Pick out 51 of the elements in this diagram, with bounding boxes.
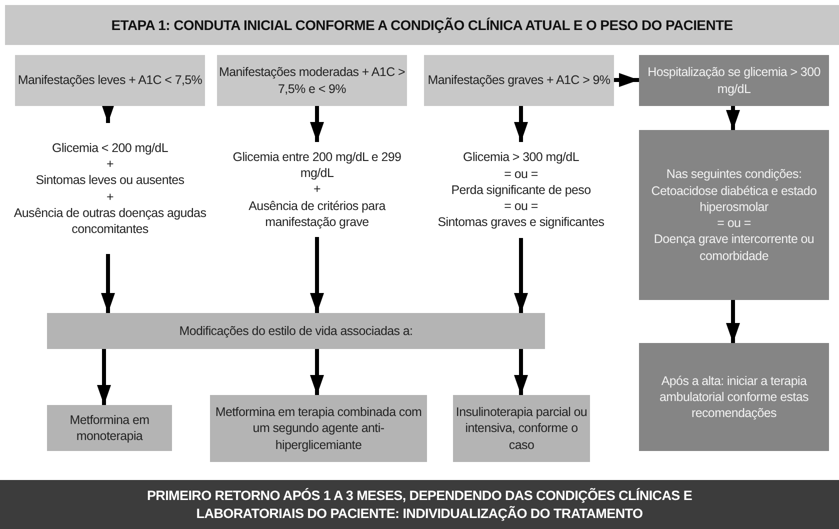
node-text: Doença grave intercorrente ou comorbidade <box>652 231 816 264</box>
arrow <box>726 106 740 130</box>
node-text: ETAPA 1: CONDUTA INICIAL CONFORME A CONDIÇÃO CLÍNICA ATUAL E O PESO DO PACIENTE <box>111 16 733 34</box>
process-box <box>639 55 829 106</box>
node-text: Hospitalização se glicemia > 300 mg/dL <box>646 64 822 97</box>
node-text: Manifestações leves + A1C < 7,5% <box>18 72 202 89</box>
node-text: Glicemia > 300 mg/dL <box>463 149 579 166</box>
node-text: + <box>106 188 114 205</box>
node-text: Glicemia entre 200 mg/dL e 299 mg/dL <box>232 148 402 182</box>
arrow <box>614 73 639 87</box>
node-text: Perda significante de peso <box>451 182 591 198</box>
node-text: Ausência de critérios para manifestação grave <box>248 198 387 230</box>
node-text: Após a alta: iniciar a terapia ambulatorial conforme estas recomendações <box>658 372 810 422</box>
node-text: Metformina em terapia combinada com um segundo agente anti-hiperglicemiante <box>214 404 423 453</box>
process-box <box>453 395 590 462</box>
process-box <box>217 55 407 106</box>
arrow <box>514 349 528 395</box>
process-box <box>210 395 427 462</box>
node-text: Cetoacidose diabética e estado hiperosmolar <box>650 182 818 215</box>
node-text: + <box>314 181 320 198</box>
node-text: Nas seguintes condições: <box>666 166 802 182</box>
arrow <box>514 106 528 142</box>
node-text: Glicemia < 200 mg/dL <box>52 140 168 156</box>
node-text: Modificações do estilo de vida associadas a: <box>179 322 413 340</box>
node-text: + <box>106 156 114 172</box>
arrow <box>97 349 111 405</box>
node-text: Metformina em monoterapia <box>68 412 150 444</box>
process-box <box>15 55 205 106</box>
process-box <box>47 405 172 451</box>
node-text: Insulinoterapia parcial ou intensiva, conforme o caso <box>454 404 588 453</box>
footer-band <box>0 480 839 529</box>
node-text: Manifestações graves + A1C > 9% <box>428 72 610 89</box>
arrow <box>310 237 324 313</box>
process-box <box>47 313 545 349</box>
arrow <box>726 300 740 343</box>
node-text: Manifestações moderadas + A1C > 7,5% e < 9% <box>218 64 406 97</box>
arrow <box>101 254 115 313</box>
arrow <box>310 349 324 395</box>
node-text: Sintomas graves e significantes <box>438 214 604 231</box>
node-text: = ou = <box>717 215 751 232</box>
node-text: PRIMEIRO RETORNO APÓS 1 A 3 MESES, DEPENDENDO DAS CONDIÇÕES CLÍNICAS E LABORATORIAIS DO PACIENTE: INDIVIDUALIZAÇÃO DO TRATAMENTO <box>146 486 694 522</box>
header-band <box>5 5 839 45</box>
process-box <box>639 130 829 300</box>
node-text: = ou = <box>504 198 538 214</box>
node-text: = ou = <box>504 166 538 182</box>
arrow <box>514 238 528 313</box>
node-text: Sintomas leves ou ausentes <box>36 172 184 188</box>
process-box <box>424 55 614 106</box>
node-text: Ausência de outras doenças agudas concomitantes <box>12 204 208 238</box>
arrow <box>310 106 324 142</box>
process-box <box>639 343 829 451</box>
